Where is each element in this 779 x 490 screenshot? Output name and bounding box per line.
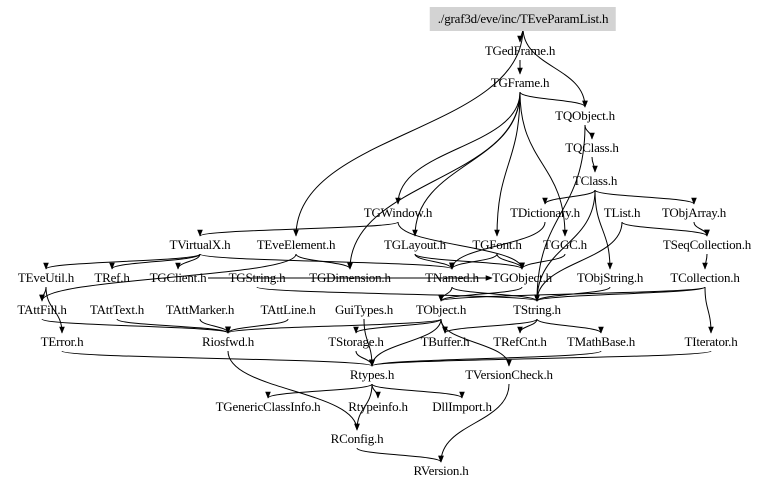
node-riosfwd[interactable]: Riosfwd.h — [201, 334, 255, 349]
edge-tgstring-to-tstring — [256, 286, 540, 302]
edge-rtypes-to-tgenericclassinfo — [265, 383, 373, 399]
edge-tattfill-to-riosfwd — [41, 318, 231, 334]
edge-tvirtualx-to-tgclient — [175, 253, 201, 270]
edge-tclass-to-tobjstring — [594, 189, 613, 270]
edge-teveutil-to-tattfill — [39, 286, 47, 302]
edge-tggc-to-tgobject — [519, 253, 566, 270]
root-node[interactable]: ./graf3d/eve/inc/TEveParamList.h — [429, 7, 617, 31]
edge-rtypes-to-rconfig — [354, 383, 373, 431]
edge-titerator-to-rtypes — [369, 350, 712, 367]
node-tgstring[interactable]: TGString.h — [228, 270, 286, 285]
node-tobjstring[interactable]: TObjString.h — [576, 270, 644, 285]
edge-terror-to-rtypes — [61, 350, 375, 367]
edge-tstring-to-trefcnt — [517, 318, 538, 334]
edge-tgwindow-to-tgobject — [397, 221, 525, 270]
node-rconfig[interactable]: RConfig.h — [330, 431, 384, 446]
node-tdictionary[interactable]: TDictionary.h — [510, 205, 580, 220]
edge-riosfwd-to-rconfig — [227, 350, 360, 431]
edge-tcollection-to-titerator — [704, 286, 714, 334]
node-teveelement[interactable]: TEveElement.h — [256, 237, 336, 252]
node-tgframe[interactable]: TGFrame.h — [490, 75, 550, 90]
edge-tstring-to-tmathbase — [536, 318, 604, 334]
node-trefcnt[interactable]: TRefCnt.h — [493, 334, 547, 349]
edge-tobject-to-tstorage — [353, 318, 442, 334]
edge-tgframe-to-tgwindow — [395, 91, 521, 205]
edge-tclass-to-tobjarray — [594, 189, 697, 205]
node-titerator[interactable]: TIterator.h — [684, 334, 738, 349]
node-tatttext[interactable]: TAttText.h — [89, 302, 145, 317]
node-tgwindow[interactable]: TGWindow.h — [363, 205, 433, 220]
node-tattfill[interactable]: TAttFill.h — [17, 302, 67, 317]
edge-root-to-tqobject — [522, 27, 588, 108]
node-tgfont[interactable]: TGFont.h — [472, 237, 522, 252]
edge-tatttext-to-riosfwd — [116, 318, 231, 334]
edge-tvirtualx-to-tref — [109, 253, 201, 270]
edge-tobject-to-riosfwd — [225, 318, 442, 334]
edge-tgframe-to-tgfont — [494, 91, 521, 237]
node-tgobject[interactable]: TGObject.h — [492, 270, 552, 285]
edge-tgframe-to-tqobject — [519, 91, 588, 108]
node-tclass[interactable]: TClass.h — [572, 173, 618, 188]
edge-teveutil-to-terror — [45, 286, 65, 334]
node-tqclass[interactable]: TQClass.h — [565, 140, 619, 155]
node-teveutil[interactable]: TEveUtil.h — [17, 270, 75, 285]
node-rtypes[interactable]: Rtypes.h — [349, 367, 395, 382]
edge-rtypes-to-dllimport — [371, 383, 465, 399]
edge-tqobject-to-tstring — [534, 124, 586, 302]
edge-tdictionary-to-tnamed — [449, 221, 546, 270]
node-tmathbase[interactable]: TMathBase.h — [566, 334, 636, 349]
edge-rconfig-to-rversion — [356, 447, 444, 463]
node-tref[interactable]: TRef.h — [94, 270, 130, 285]
edge-tobjarray-to-tseqcollection — [693, 221, 710, 237]
edge-teveelement-to-tgdimension — [295, 253, 353, 270]
node-tlist[interactable]: TList.h — [603, 205, 641, 220]
edge-tgwindow-to-tvirtualx — [197, 221, 399, 237]
node-tgenericclassinfo[interactable]: TGenericClassInfo.h — [215, 399, 321, 414]
node-tbuffer[interactable]: TBuffer.h — [420, 334, 470, 349]
node-tgclient[interactable]: TGClient.h — [149, 270, 207, 285]
edge-root-to-teveelement — [293, 27, 524, 237]
edge-tseqcollection-to-tcollection — [702, 253, 708, 270]
edge-tqobject-to-tqclass — [584, 124, 595, 140]
node-tobject[interactable]: TObject.h — [415, 302, 467, 317]
node-tseqcollection[interactable]: TSeqCollection.h — [662, 237, 752, 252]
node-tstring[interactable]: TString.h — [513, 302, 561, 317]
edge-tqclass-to-tclass — [591, 156, 598, 173]
node-terror[interactable]: TError.h — [40, 334, 84, 349]
edge-tclass-to-tstring — [534, 189, 596, 302]
edge-tobject-to-rtypes — [369, 318, 442, 367]
edge-tlist-to-tstring — [534, 221, 623, 302]
edge-teveelement-to-tattfill — [39, 253, 297, 302]
edge-tglayout-to-tgobject — [414, 253, 525, 270]
node-tvirtualx[interactable]: TVirtualX.h — [169, 237, 231, 252]
node-guitypes[interactable]: GuiTypes.h — [334, 302, 394, 317]
edge-tvirtualx-to-teveutil — [43, 253, 201, 270]
node-tattmarker[interactable]: TAttMarker.h — [165, 302, 235, 317]
node-tobjarray[interactable]: TObjArray.h — [661, 205, 727, 220]
edge-tgframe-to-tglayout — [412, 91, 521, 237]
edge-tversioncheck-to-rversion — [438, 383, 510, 463]
node-tstorage[interactable]: TStorage.h — [328, 334, 384, 349]
edge-tcollection-to-tstring — [534, 286, 706, 302]
edge-tgframe-to-tggc — [519, 91, 568, 237]
node-tglayout[interactable]: TGLayout.h — [384, 237, 446, 252]
node-tcollection[interactable]: TCollection.h — [670, 270, 740, 285]
node-tnamed[interactable]: TNamed.h — [425, 270, 479, 285]
node-tgedframe[interactable]: TGedFrame.h — [484, 43, 556, 58]
node-tggc[interactable]: TGGC.h — [543, 237, 587, 252]
node-tversioncheck[interactable]: TVersionCheck.h — [465, 367, 553, 382]
edge-tgfont-to-tnamed — [449, 253, 498, 270]
node-tgdimension[interactable]: TGDimension.h — [309, 270, 391, 285]
edge-tstring-to-tbuffer — [442, 318, 538, 334]
node-tattline[interactable]: TAttLine.h — [260, 302, 316, 317]
node-rtypeinfo[interactable]: Rtypeinfo.h — [348, 399, 408, 414]
node-rversion[interactable]: RVersion.h — [413, 463, 469, 478]
node-dllimport[interactable]: DllImport.h — [432, 399, 492, 414]
node-tqobject[interactable]: TQObject.h — [555, 108, 615, 123]
edge-tmathbase-to-rtypes — [369, 350, 602, 367]
edge-tclass-to-tdictionary — [542, 189, 596, 205]
